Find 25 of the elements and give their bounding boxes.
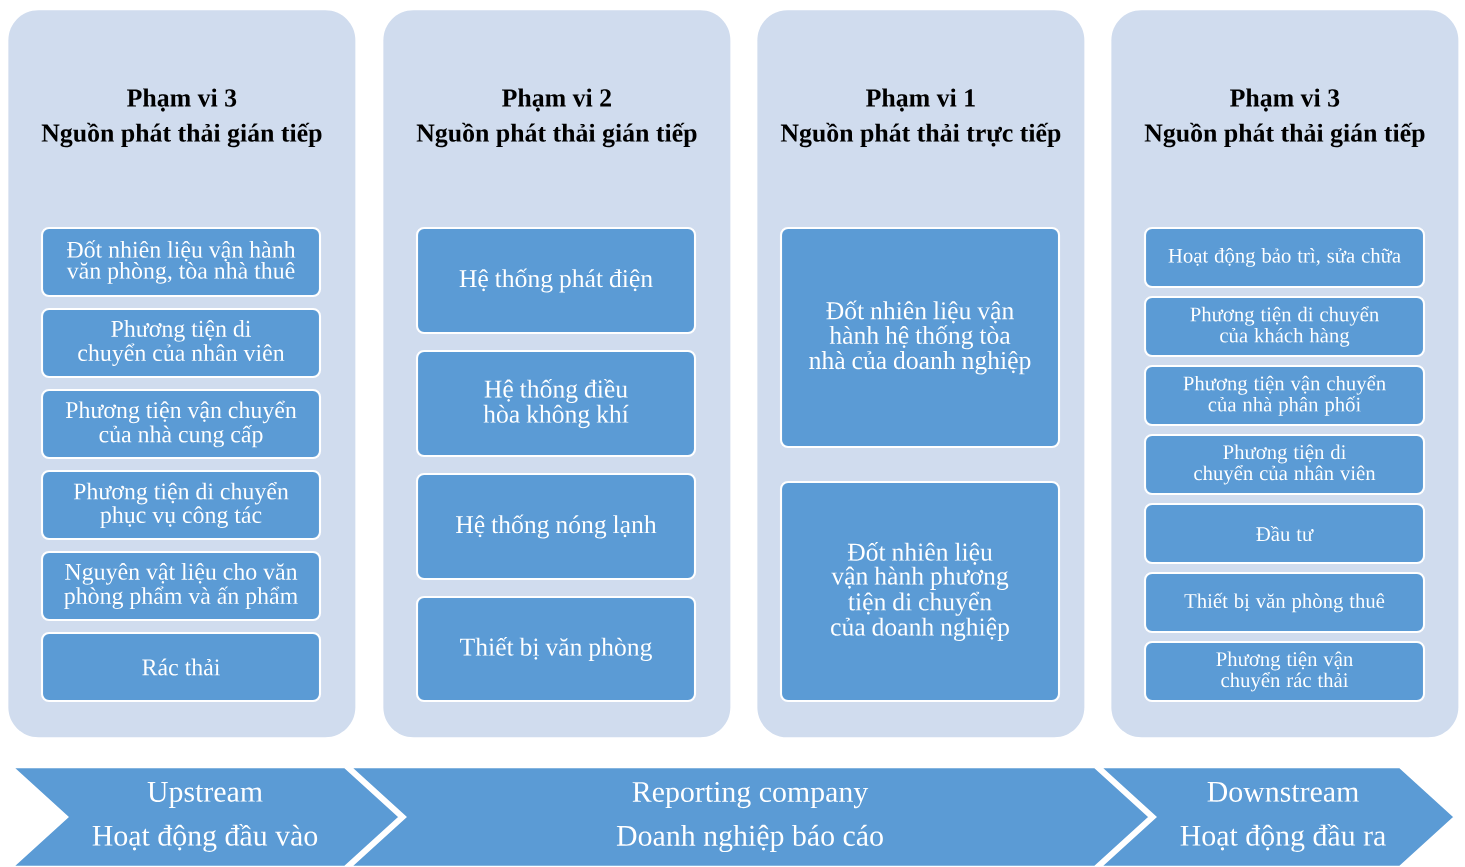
node-label: Downstream bbox=[1207, 782, 1359, 802]
node-label: Reporting company bbox=[632, 781, 869, 809]
emission-source-box: Thiết bị văn phòng bbox=[415, 595, 697, 703]
emission-source-box: Hệ thống điều hòa không khí bbox=[415, 349, 697, 458]
emission-source-box: Phương tiện vận chuyển rác thải bbox=[1143, 640, 1426, 703]
node-label: Doanh nghiệp báo cáo bbox=[616, 824, 883, 853]
emission-source-box: Đốt nhiên liệu vận hành hệ thống tòa nhà của doanh nghiệp bbox=[779, 226, 1061, 449]
emission-source-box: Phương tiện di chuyển của khách hàng bbox=[1143, 295, 1426, 358]
node-label: Hoạt động đầu vào bbox=[92, 823, 318, 852]
emission-source-box: Phương tiện vận chuyển của nhà cung cấp bbox=[40, 388, 322, 460]
emission-source-box: Hệ thống nóng lạnh bbox=[415, 472, 697, 581]
emission-source-box: Thiết bị văn phòng thuê bbox=[1143, 571, 1426, 634]
node-label: Upstream bbox=[147, 782, 263, 808]
emission-source-box: Phương tiện vận chuyển của nhà phân phối bbox=[1143, 364, 1426, 427]
emission-source-box: Nguyên vật liệu cho văn phòng phẩm và ấn phẩm bbox=[40, 550, 322, 622]
emission-source-box: Rác thải bbox=[40, 631, 322, 703]
emission-source-box: Đầu tư bbox=[1143, 502, 1426, 565]
emission-source-box: Hệ thống phát điện bbox=[415, 226, 697, 335]
emission-source-box: Hoạt động bảo trì, sửa chữa bbox=[1143, 226, 1426, 289]
emission-source-box: Phương tiện di chuyển của nhân viên bbox=[1143, 433, 1426, 496]
node-label: Hoạt động đầu ra bbox=[1180, 823, 1386, 852]
emission-source-box: Đốt nhiên liệu vận hành văn phòng, tòa nhà thuê bbox=[40, 226, 322, 298]
emission-source-box: Đốt nhiên liệu vận hành phương tiện di chuyển của doanh nghiệp bbox=[779, 480, 1061, 703]
emission-source-box: Phương tiện di chuyển của nhân viên bbox=[40, 307, 322, 379]
emission-source-box: Phương tiện di chuyển phục vụ công tác bbox=[40, 469, 322, 541]
